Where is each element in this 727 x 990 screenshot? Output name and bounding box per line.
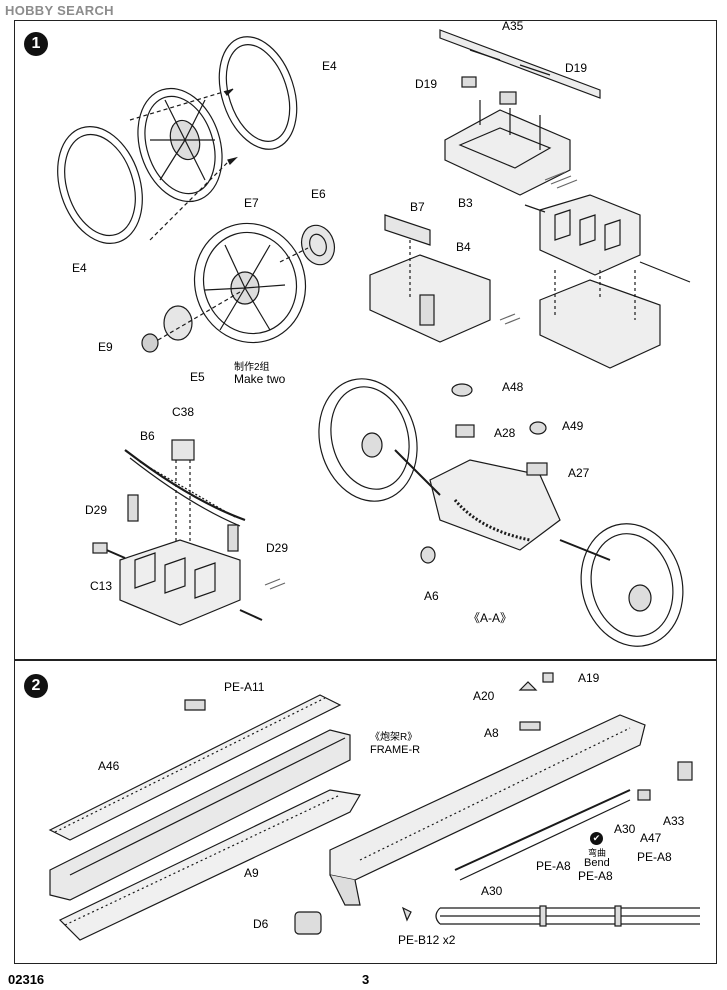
label-a27: A27 bbox=[568, 466, 590, 480]
mount-assembled bbox=[539, 270, 661, 369]
label-b7: B7 bbox=[410, 200, 425, 214]
frame-r bbox=[49, 729, 351, 901]
trail-plate-a9 bbox=[58, 789, 361, 941]
trail-plate-a46 bbox=[48, 694, 342, 841]
watermark: HOBBY SEARCH bbox=[5, 3, 114, 18]
label-a20: A20 bbox=[473, 689, 495, 703]
label-bend-cn: 弯曲 bbox=[588, 848, 607, 858]
label-a19: A19 bbox=[578, 671, 600, 685]
step-2-panel bbox=[14, 660, 717, 964]
label-d6: D6 bbox=[253, 917, 269, 931]
label-frame-r-cn: 《炮架R》 bbox=[370, 732, 418, 743]
step-2-number: 2 bbox=[24, 674, 48, 698]
part-a6 bbox=[420, 546, 436, 564]
spring-clamp-c38 bbox=[171, 439, 195, 560]
bracket-d29-right bbox=[227, 524, 239, 552]
label-e4-bottom: E4 bbox=[72, 261, 87, 275]
label-a30-lower: A30 bbox=[481, 884, 503, 898]
label-b6: B6 bbox=[140, 429, 155, 443]
label-e5: E5 bbox=[190, 370, 205, 384]
wheel-right-assembled bbox=[580, 523, 684, 647]
hubcap-e6 bbox=[300, 224, 336, 266]
pe-a11-part bbox=[184, 699, 206, 711]
leaf-spring-b6 bbox=[124, 449, 246, 527]
part-a48 bbox=[451, 383, 473, 397]
rod-a30-bent bbox=[435, 905, 700, 927]
label-d19-left: D19 bbox=[415, 77, 438, 91]
label-a30-upper: A30 bbox=[614, 822, 636, 836]
part-a28 bbox=[455, 424, 475, 438]
label-a46: A46 bbox=[98, 759, 120, 773]
label-bend-en: Bend bbox=[584, 857, 610, 869]
label-e7: E7 bbox=[244, 196, 259, 210]
part-a8-part bbox=[519, 721, 541, 731]
label-a28: A28 bbox=[494, 426, 516, 440]
label-e4-top: E4 bbox=[322, 59, 337, 73]
axle-a35 bbox=[439, 29, 601, 105]
carriage-body-a-a bbox=[394, 449, 611, 561]
label-d19-right: D19 bbox=[565, 61, 588, 75]
label-a35: A35 bbox=[502, 19, 524, 33]
wheel-left-assembled bbox=[318, 378, 418, 502]
label-frame-r-en: FRAME-R bbox=[370, 744, 421, 756]
bracket-b3 bbox=[444, 100, 571, 196]
label-view-a-a: 《A-A》 bbox=[468, 611, 513, 625]
page-number: 3 bbox=[362, 972, 370, 987]
step-1-panel bbox=[14, 20, 717, 660]
tire-e4-back bbox=[218, 36, 298, 150]
part-a27 bbox=[526, 462, 548, 476]
pe-b12-part bbox=[401, 906, 412, 922]
label-pe-a8-left: PE-A8 bbox=[536, 859, 571, 873]
label-pe-a11: PE-A11 bbox=[224, 680, 265, 694]
label-a8: A8 bbox=[484, 726, 499, 740]
label-a48: A48 bbox=[502, 380, 524, 394]
part-a49 bbox=[529, 421, 547, 435]
label-pe-b12: PE-B12 x2 bbox=[398, 933, 456, 947]
label-e9: E9 bbox=[98, 340, 113, 354]
label-pe-a8-lower: PE-A8 bbox=[578, 869, 613, 883]
label-a47: A47 bbox=[640, 831, 662, 845]
label-e6: E6 bbox=[311, 187, 326, 201]
label-make-two-cn: 制作2组 bbox=[234, 362, 270, 373]
tire-e4-front bbox=[57, 126, 143, 244]
part-c13 bbox=[92, 542, 108, 554]
label-a9: A9 bbox=[244, 866, 259, 880]
product-code: 02316 bbox=[8, 972, 45, 987]
part-a33 bbox=[677, 761, 693, 781]
label-make-two-en: Make two bbox=[234, 372, 286, 386]
label-d29-left: D29 bbox=[85, 503, 108, 517]
label-a6: A6 bbox=[424, 589, 439, 603]
bracket-assembled-upper bbox=[524, 194, 691, 283]
trail-right-assembly bbox=[329, 714, 646, 906]
label-b4: B4 bbox=[456, 240, 471, 254]
bend-check-icon: ✔ bbox=[590, 832, 603, 845]
lower-carriage-assembly bbox=[94, 539, 263, 626]
wheel-e5 bbox=[193, 222, 307, 344]
label-a33: A33 bbox=[663, 814, 685, 828]
step-1-number: 1 bbox=[24, 32, 48, 56]
part-d6 bbox=[294, 911, 322, 935]
hub-e9-assembly bbox=[141, 291, 241, 353]
label-c13: C13 bbox=[90, 579, 113, 593]
mount-b4 bbox=[369, 214, 491, 343]
wheel-e7-exploded bbox=[137, 87, 223, 203]
bracket-d29-left bbox=[127, 494, 139, 522]
part-a20 bbox=[518, 681, 538, 691]
label-b3: B3 bbox=[458, 196, 473, 210]
part-a47 bbox=[637, 789, 651, 801]
label-pe-a8-right: PE-A8 bbox=[637, 850, 672, 864]
part-a19 bbox=[542, 672, 554, 683]
label-c38: C38 bbox=[172, 405, 195, 419]
label-a49: A49 bbox=[562, 419, 584, 433]
label-d29-right: D29 bbox=[266, 541, 289, 555]
